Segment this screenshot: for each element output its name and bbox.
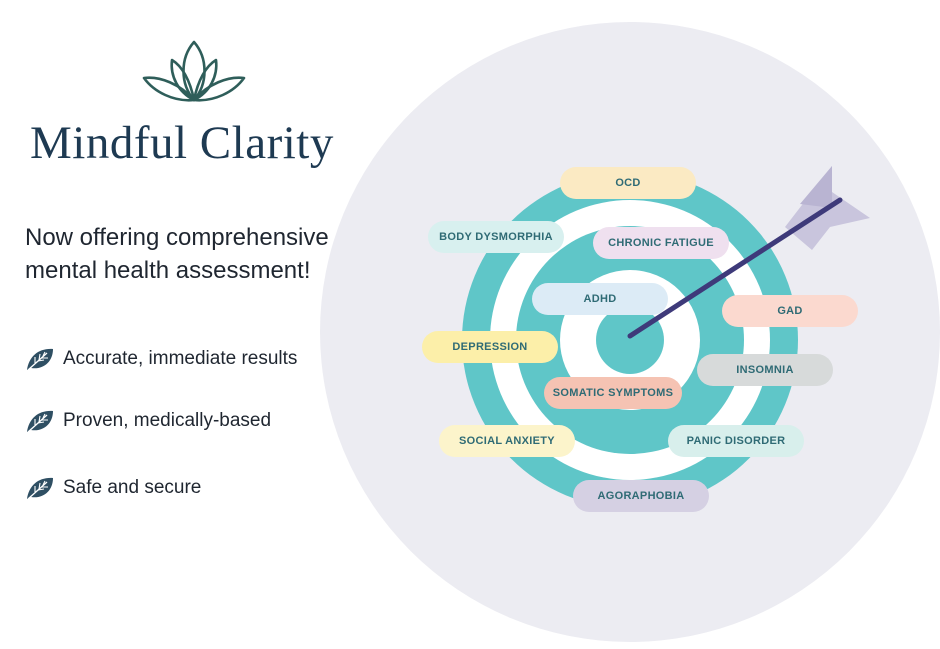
condition-pill: GAD [722, 295, 858, 327]
leaf-icon [27, 348, 53, 371]
headline: Now offering comprehensive mental health… [25, 224, 329, 284]
lotus-icon [142, 40, 246, 102]
condition-pill: BODY DYSMORPHIA [428, 221, 564, 253]
target-diagram: OCD BODY DYSMORPHIA CHRONIC FATIGUE ADHD… [320, 22, 940, 642]
leaf-icon [27, 477, 53, 500]
arrow-icon [627, 166, 870, 339]
feature-label: Safe and secure [63, 477, 202, 498]
condition-pill: OCD [560, 167, 696, 199]
feature-item: Proven, medically-based [25, 408, 271, 434]
condition-pill: ADHD [532, 283, 668, 315]
target-graphic [320, 22, 940, 642]
condition-pill: SOMATIC SYMPTOMS [544, 377, 682, 409]
feature-item: Safe and secure [25, 475, 201, 501]
feature-label: Proven, medically-based [63, 410, 272, 431]
brand-name: Mindful Clarity [30, 117, 334, 169]
condition-pill: AGORAPHOBIA [573, 480, 709, 512]
condition-pill: PANIC DISORDER [668, 425, 804, 457]
leaf-icon [27, 410, 53, 433]
condition-pill: INSOMNIA [697, 354, 833, 386]
condition-pill: CHRONIC FATIGUE [593, 227, 729, 259]
feature-label: Accurate, immediate results [63, 348, 298, 369]
condition-pill: SOCIAL ANXIETY [439, 425, 575, 457]
feature-item: Accurate, immediate results [25, 346, 297, 372]
condition-pill: DEPRESSION [422, 331, 558, 363]
brand-logo: Mindful Clarity [30, 36, 390, 176]
